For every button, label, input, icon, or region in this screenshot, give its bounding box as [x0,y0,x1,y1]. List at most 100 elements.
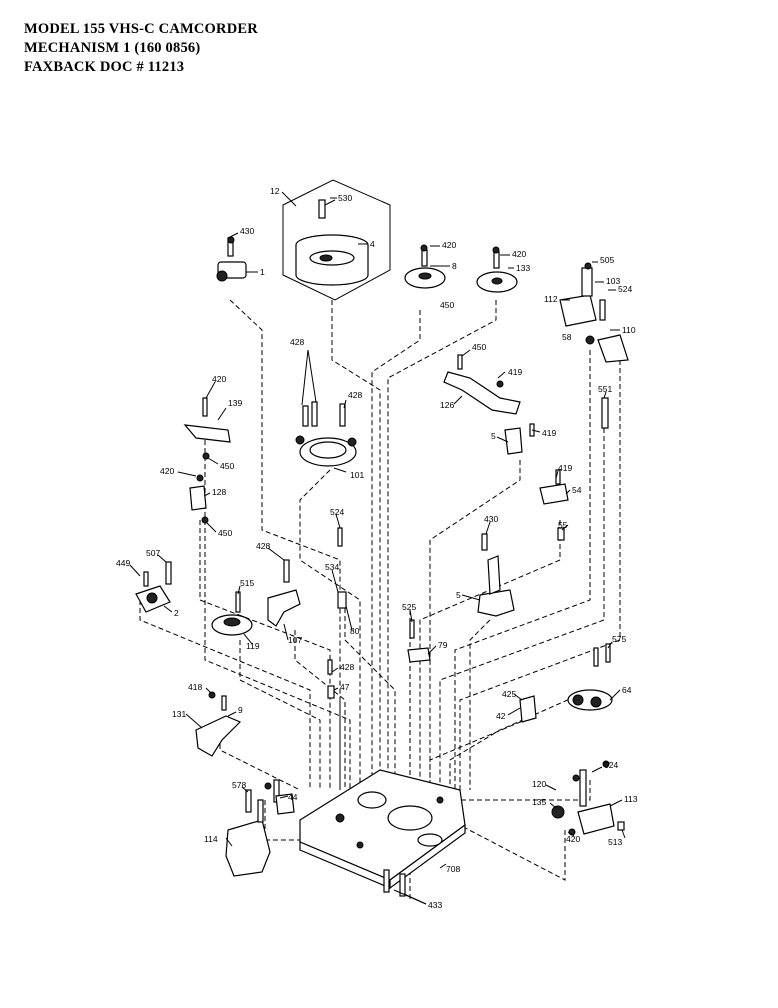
callout-450: 450 [218,528,232,538]
callout-420: 420 [566,834,580,844]
callout-64: 64 [622,685,632,695]
part-79-bracket [407,619,431,663]
callout-428: 428 [256,541,270,551]
callout-12: 12 [270,186,280,196]
callout-450: 450 [472,342,486,352]
callout-534: 534 [325,562,339,572]
callout-425: 425 [502,689,516,699]
callout-42: 42 [496,711,506,721]
callout-54: 54 [572,485,582,495]
callout-55: 55 [558,520,568,530]
callout-labels: 12 530 4 430 1 420 8 450 420 133 505 103… [116,186,638,910]
callout-428: 428 [348,390,362,400]
callout-433: 433 [428,900,442,910]
part-1-bracket [216,237,258,282]
part-131-lever [195,695,242,757]
callout-524: 524 [330,507,344,517]
callout-5: 5 [456,590,461,600]
part-8-gear [404,249,446,289]
part-119-reel [211,591,253,636]
header-faxback-line: FAXBACK DOC # 11213 [24,59,185,75]
callout-103: 103 [606,276,620,286]
callout-110: 110 [622,325,636,335]
part-551-pin [601,397,609,429]
callout-leader-lines [129,191,626,905]
part-5-bracket [504,423,535,455]
part-2-mount [135,561,172,613]
part-80-pin [337,527,347,609]
callout-575: 575 [612,634,626,644]
callout-420: 420 [212,374,226,384]
part-113-bracket [551,769,625,835]
callout-135: 135 [532,797,546,807]
callout-419: 419 [542,428,556,438]
callout-112: 112 [544,294,558,304]
callout-131: 131 [172,709,186,719]
callout-2: 2 [174,608,179,618]
part-47-pin [327,659,335,699]
callout-8: 8 [452,261,457,271]
header-model-line: MODEL 155 VHS-C CAMCORDER [24,21,258,37]
callout-119: 119 [246,641,260,651]
callout-530: 530 [338,193,352,203]
callout-420: 420 [160,466,174,476]
callout-428: 428 [340,662,354,672]
callout-5: 5 [491,431,496,441]
part-64-mechanism [567,643,613,711]
callout-524: 524 [618,284,632,294]
part-128-link [189,474,209,524]
callout-420: 420 [512,249,526,259]
callout-505: 505 [600,255,614,265]
part-133-gear [476,251,518,293]
callout-450: 450 [440,300,454,310]
part-112-bracket [559,267,629,363]
header-mechanism-line: MECHANISM 1 (160 0856) [24,40,201,56]
document-header: MODEL 155 VHS-C CAMCORDER MECHANISM 1 (1… [24,20,258,77]
part-708-main-chassis [299,769,466,897]
callout-450: 450 [220,461,234,471]
callout-418: 418 [188,682,202,692]
part-107-lever [267,559,301,627]
callout-513: 513 [608,837,622,847]
callout-419: 419 [558,463,572,473]
callout-551: 551 [598,384,612,394]
callout-1: 1 [260,267,265,277]
callout-578: 578 [232,780,246,790]
callout-524: 524 [604,760,618,770]
callout-120: 120 [532,779,546,789]
part-42-link [519,695,537,723]
part-139-arm [183,397,231,460]
callout-128: 128 [212,487,226,497]
callout-80: 80 [350,626,360,636]
callout-449: 449 [116,558,130,568]
callout-47: 47 [340,682,350,692]
callout-107: 107 [288,635,302,645]
callout-525: 525 [402,602,416,612]
callout-4: 4 [370,239,375,249]
callout-9: 9 [238,705,243,715]
part-54-bracket [539,469,569,541]
callout-420: 420 [442,240,456,250]
part-114-bracket [225,779,295,877]
part-101-ring-base [295,401,357,467]
callout-419: 419 [508,367,522,377]
callout-126: 126 [440,400,454,410]
callout-44: 44 [288,792,298,802]
callout-515: 515 [240,578,254,588]
callout-101: 101 [350,470,364,480]
part-5-center-arm [477,533,515,617]
callout-79: 79 [438,640,448,650]
head-drum-assembly [282,179,391,301]
part-126-arm [443,354,521,415]
fastener-screws [208,236,610,836]
callout-139: 139 [228,398,242,408]
callout-507: 507 [146,548,160,558]
callout-708: 708 [446,864,460,874]
drum-group-outline [282,179,391,301]
callout-58: 58 [562,332,572,342]
callout-114: 114 [204,834,218,844]
callout-133: 133 [516,263,530,273]
callout-428: 428 [290,337,304,347]
callout-113: 113 [624,794,638,804]
